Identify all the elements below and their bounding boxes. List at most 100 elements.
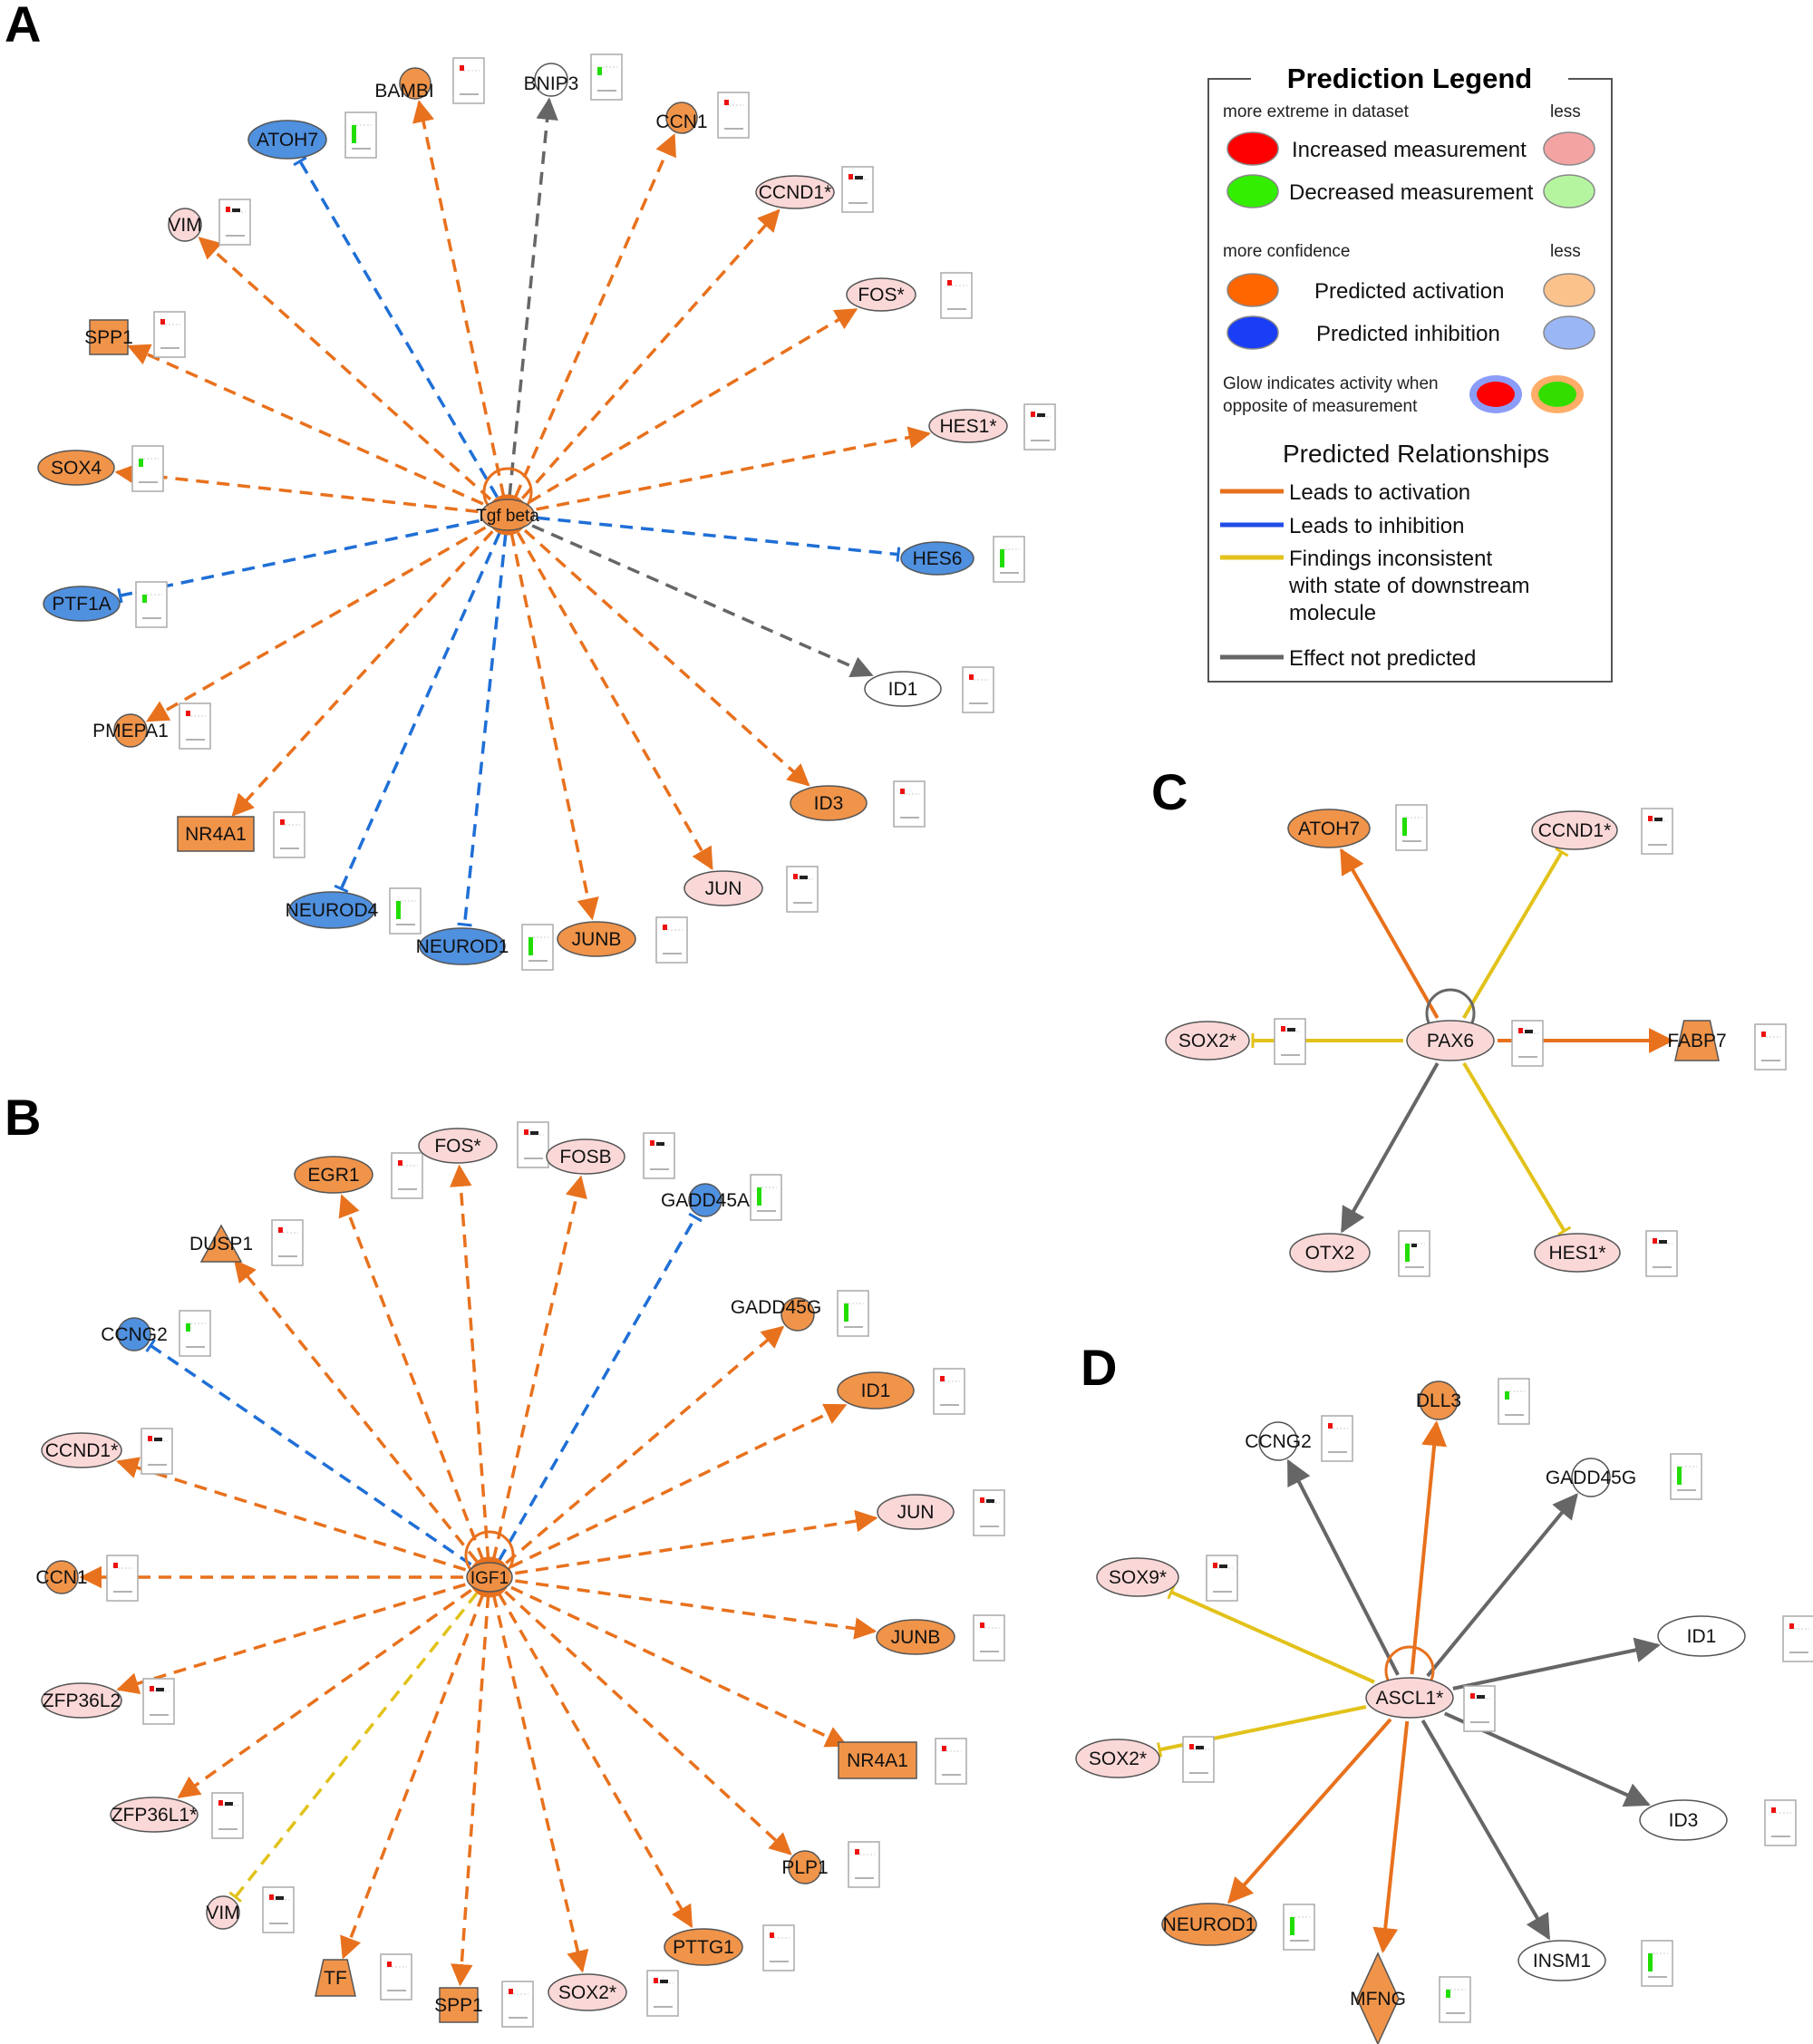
panel-b-edge-zfp36l2 — [116, 1583, 466, 1695]
panel-a-node-bambi-label: BAMBI — [374, 81, 433, 102]
panel-d-edge-gadd45g — [1426, 1493, 1578, 1678]
panel-d-node-sox9: SOX9* — [1096, 1557, 1179, 1597]
panel-a-edge-fos — [528, 307, 858, 504]
panel-a-node-junb-shape — [557, 921, 636, 957]
panel-b-edge-zfp36l1 — [177, 1588, 472, 1798]
panel-b-node-fos-label: FOS* — [434, 1136, 480, 1157]
panel-b-node-nr4a1-shape — [838, 1741, 917, 1779]
panel-b-edge-spp1 — [451, 1594, 490, 1987]
legend-title: Prediction Legend — [1287, 63, 1532, 94]
panel-b-node-fos: FOS* — [418, 1128, 498, 1164]
panel-b-edge-ccnd1 — [115, 1457, 467, 1572]
panel-b-node-ccng2-label: CCNG2 — [101, 1324, 168, 1345]
panel-d-node-mfng-label: MFNG — [1350, 1989, 1406, 2010]
panel-d-center-node: ASCL1* — [1365, 1677, 1454, 1719]
panel-a-edge-hes6-bar — [896, 547, 901, 562]
panel-a-node-bnip3-shape — [534, 63, 568, 97]
panel-b-center-node: IGF1 — [466, 1556, 513, 1598]
panel-a-edge-ccnd1 — [520, 208, 780, 499]
panel-b-node-fos-shape — [418, 1128, 498, 1164]
panel-c-edge-atoh7 — [1340, 848, 1440, 1019]
panel-a-node-junb-mini-chart — [655, 916, 688, 964]
panel-b-node-junb-label: JUNB — [891, 1627, 941, 1648]
panel-c-node-hes1-shape — [1534, 1233, 1621, 1273]
panel-b-center-shape — [466, 1562, 513, 1593]
panel-a-node-hes1: HES1* — [928, 409, 1008, 443]
panel-b-node-id1-shape — [837, 1371, 915, 1409]
panel-a-node-ptf1a: PTF1A — [43, 586, 121, 622]
panel-b-edge-egr1 — [338, 1194, 485, 1561]
panel-d-node-sox9-mini-chart — [1206, 1555, 1238, 1602]
panel-letter-d: D — [1081, 1339, 1117, 1396]
panel-a-edge-spp1 — [127, 344, 484, 506]
panel-a-node-vim-shape — [168, 208, 202, 242]
panel-d-edge-ccng2 — [1286, 1458, 1400, 1676]
panel-d-node-sox2: SOX2* — [1075, 1739, 1160, 1778]
panel-b-edge-dusp1 — [233, 1259, 479, 1563]
panel-a-node-neurod4-shape — [288, 891, 375, 929]
panel-b-node-fosb-shape — [546, 1138, 625, 1175]
panel-a-node-neurod4-label: NEUROD4 — [286, 900, 379, 921]
panel-c-node-otx2-label: OTX2 — [1305, 1243, 1355, 1264]
panel-d-node-sox9-shape — [1096, 1557, 1179, 1597]
panel-b-node-ccn1-shape — [44, 1560, 79, 1594]
legend-measure-less: less — [1550, 102, 1581, 121]
panel-a-node-pmepa1-label: PMEPA1 — [92, 721, 169, 741]
panel-d-node-sox9-label: SOX9* — [1109, 1567, 1167, 1588]
panel-a-edge-vim — [198, 237, 492, 501]
panel-a-node-fos: FOS* — [846, 277, 916, 312]
panel-a-node-ccnd1-mini-chart — [841, 166, 874, 213]
panel-a-node-fos-label: FOS* — [858, 285, 904, 305]
panel-c-edge-hes1 — [1462, 1061, 1566, 1233]
panel-b-node-gadd45g-label: GADD45G — [731, 1297, 821, 1318]
panel-a-node-bambi-shape — [399, 67, 431, 100]
panel-a-edge-sox4 — [114, 463, 479, 514]
panel-c-node-otx2: OTX2 — [1289, 1233, 1371, 1273]
panel-d-center-shape — [1365, 1677, 1454, 1719]
panel-c-node-sox2-label: SOX2* — [1178, 1031, 1236, 1051]
panel-d-node-gadd45g-label: GADD45G — [1546, 1468, 1636, 1488]
panel-d-edge-sox2-bar — [1157, 1742, 1163, 1758]
panel-b-node-egr1-shape — [294, 1156, 373, 1194]
panel-b-node-dusp1-label: DUSP1 — [189, 1234, 253, 1254]
panel-d-node-gadd45g-shape — [1571, 1458, 1611, 1497]
panel-c-node-atoh7-mini-chart — [1395, 804, 1428, 851]
panel-a-edge-neurod1-bar — [457, 922, 472, 927]
panel-d-node-dll3-shape — [1419, 1380, 1459, 1420]
panel-c-node-hes1: HES1* — [1534, 1233, 1621, 1273]
panel-d-edge-dll3 — [1410, 1420, 1448, 1675]
panel-d-node-mfng: MFNG — [1350, 1952, 1406, 2044]
edges-layer — [79, 97, 1674, 1987]
panel-a-node-id3-mini-chart — [893, 780, 926, 828]
panel-d-edge-neurod1 — [1227, 1718, 1392, 1904]
panel-b-node-ccng2: CCNG2 — [101, 1317, 168, 1351]
panel-c-node-ccnd1-label: CCND1* — [1538, 820, 1612, 841]
panel-a-edge-neurod4 — [339, 532, 501, 890]
panel-b-node-tf: TF — [315, 1959, 356, 1997]
panel-d-node-ccng2-label: CCNG2 — [1245, 1431, 1312, 1452]
panel-a-node-nr4a1: NR4A1 — [177, 816, 255, 852]
legend-glow-line1: Glow indicates activity when — [1223, 374, 1439, 393]
panel-d-node-ccng2-mini-chart — [1321, 1415, 1353, 1462]
legend-increased-light-swatch — [1543, 131, 1595, 166]
panel-b-node-fosb-label: FOSB — [559, 1147, 611, 1167]
panel-b-edge-ccng2 — [150, 1343, 472, 1566]
legend-decreased-light-swatch — [1543, 174, 1595, 208]
panel-b-node-egr1-mini-chart — [391, 1152, 423, 1199]
panel-b-node-nr4a1: NR4A1 — [838, 1741, 917, 1779]
panel-b-node-ccn1-mini-chart — [106, 1555, 139, 1602]
panel-a-node-nr4a1-label: NR4A1 — [185, 824, 247, 845]
panel-b-node-ccnd1: CCND1* — [41, 1432, 122, 1468]
panel-a-edge-bnip3 — [508, 97, 558, 497]
panel-d-node-id3: ID3 — [1639, 1799, 1728, 1841]
panel-b-edge-gadd45a — [498, 1216, 697, 1562]
panel-a-node-hes6: HES6 — [900, 541, 974, 576]
panel-b-node-id1-label: ID1 — [861, 1380, 891, 1401]
panel-a-edge-bambi — [412, 100, 506, 497]
panel-d-node-insm1-mini-chart — [1641, 1940, 1673, 1987]
panel-b-node-egr1: EGR1 — [294, 1156, 373, 1194]
panel-b-edge-pttg1 — [498, 1593, 693, 1929]
panel-b-node-tf-label: TF — [324, 1968, 347, 1989]
panel-a-node-spp1-shape — [89, 319, 129, 355]
panel-a-node-bnip3-label: BNIP3 — [524, 73, 579, 94]
